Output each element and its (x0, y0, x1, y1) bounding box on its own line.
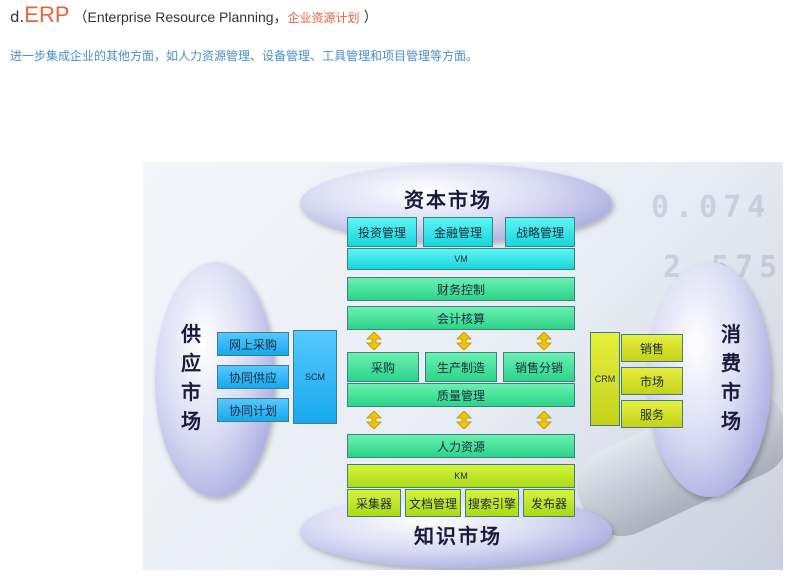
consumer-market-title-char: 消 (721, 322, 741, 346)
crm-band: CRM (590, 332, 620, 426)
collaborative-supply-box: 协同供应 (217, 365, 289, 389)
double-arrow-icon (365, 332, 383, 350)
sales-distribution-box: 销售分销 (503, 352, 575, 382)
document-management-box: 文档管理 (405, 489, 461, 517)
scm-band: SCM (293, 330, 337, 424)
strategy-management-box: 战略管理 (505, 217, 575, 247)
vm-band: VM (347, 248, 575, 270)
accounting-box: 会计核算 (347, 306, 575, 330)
double-arrow-icon (455, 411, 473, 429)
supply-market-title-char: 市 (181, 380, 201, 404)
heading-close-paren: ） (363, 9, 378, 25)
double-arrow-icon (455, 332, 473, 350)
heading-prefix: d. (10, 8, 25, 26)
knowledge-market-title: 知识市场 (414, 524, 502, 548)
capital-market-title: 资本市场 (404, 188, 492, 212)
supply-market-title: 供 应 市 场 (179, 320, 203, 436)
consumer-market-title-char: 场 (721, 409, 741, 433)
quality-management-box: 质量管理 (347, 383, 575, 407)
background-number: 0.074 (651, 190, 772, 225)
manufacturing-box: 生产制造 (425, 352, 497, 382)
erp-diagram: 0.074 2.575 资本市场 投资管理 金融管理 战略管理 VM 财务控制 … (143, 162, 783, 570)
service-box: 服务 (621, 400, 683, 428)
collector-box: 采集器 (347, 489, 401, 517)
heading-chinese-name: 企业资源计划 (287, 11, 360, 25)
supply-market-title-char: 供 (181, 322, 201, 346)
heading-acronym: ERP (24, 2, 70, 27)
consumer-market-title: 消 费 市 场 (719, 320, 743, 436)
finance-management-box: 金融管理 (423, 217, 493, 247)
search-engine-box: 搜索引擎 (465, 489, 519, 517)
consumer-market-title-char: 市 (721, 380, 741, 404)
procurement-box: 采购 (347, 352, 419, 382)
online-procurement-box: 网上采购 (217, 332, 289, 356)
human-resources-box: 人力资源 (347, 434, 575, 458)
consumer-market-title-char: 费 (721, 351, 741, 375)
heading-english-name: （Enterprise Resource Planning， (73, 9, 288, 25)
supply-market-title-char: 应 (181, 351, 201, 375)
double-arrow-icon (365, 411, 383, 429)
supply-market-title-char: 场 (181, 409, 201, 433)
double-arrow-icon (535, 411, 553, 429)
erp-heading: d. ERP （Enterprise Resource Planning， 企业… (10, 2, 378, 30)
publisher-box: 发布器 (523, 489, 575, 517)
erp-description: 进一步集成企业的其他方面，如人力资源管理、设备管理、工具管理和项目管理等方面。 (10, 49, 479, 63)
km-band: KM (347, 464, 575, 488)
sales-box: 销售 (621, 334, 683, 362)
double-arrow-icon (535, 332, 553, 350)
collaborative-planning-box: 协同计划 (217, 398, 289, 422)
marketing-box: 市场 (621, 367, 683, 395)
finance-control-box: 财务控制 (347, 277, 575, 301)
investment-management-box: 投资管理 (347, 217, 417, 247)
